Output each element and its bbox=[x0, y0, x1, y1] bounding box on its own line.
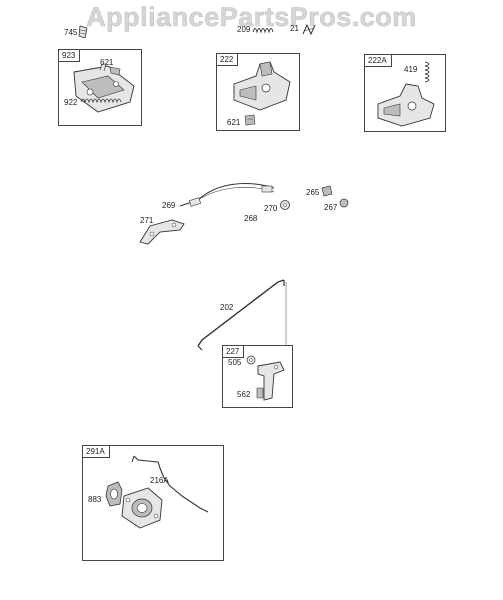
label-265[interactable]: 265 bbox=[306, 188, 320, 197]
box-291a: 291A bbox=[82, 445, 224, 561]
leader-line-202 bbox=[285, 282, 287, 346]
box-923-tag: 923 bbox=[59, 50, 81, 62]
part-621-screw-a[interactable] bbox=[108, 65, 124, 77]
box-227: 227 bbox=[222, 345, 293, 408]
box-291a-tag: 291A bbox=[83, 446, 110, 458]
box-923: 923 bbox=[58, 49, 142, 126]
part-419-spring[interactable] bbox=[421, 60, 435, 86]
label-21[interactable]: 21 bbox=[290, 24, 299, 33]
label-745[interactable]: 745 bbox=[64, 28, 78, 37]
part-268-throttle-cable[interactable] bbox=[178, 178, 278, 212]
part-923-governor-control[interactable] bbox=[68, 62, 138, 122]
part-267-screw[interactable] bbox=[338, 197, 350, 209]
label-922[interactable]: 922 bbox=[64, 98, 78, 107]
label-202[interactable]: 202 bbox=[220, 303, 234, 312]
part-271-lever[interactable] bbox=[136, 216, 188, 246]
part-222-bracket[interactable] bbox=[226, 60, 296, 114]
part-922-spring[interactable] bbox=[80, 94, 124, 108]
label-621-a[interactable]: 621 bbox=[100, 58, 114, 67]
part-505-nut[interactable] bbox=[245, 354, 257, 366]
part-562-screw[interactable] bbox=[254, 386, 266, 400]
label-562[interactable]: 562 bbox=[237, 390, 251, 399]
label-419[interactable]: 419 bbox=[404, 65, 418, 74]
part-265-clip[interactable] bbox=[320, 184, 334, 198]
label-621-b[interactable]: 621 bbox=[227, 118, 241, 127]
part-291a-choke-link[interactable] bbox=[130, 452, 212, 514]
part-291a-carburetor-base[interactable] bbox=[118, 486, 166, 530]
site-watermark: AppliancePartsPros.com bbox=[86, 2, 417, 33]
label-269[interactable]: 269 bbox=[162, 201, 176, 210]
label-209[interactable]: 209 bbox=[237, 25, 251, 34]
part-745-screw[interactable] bbox=[77, 24, 91, 40]
label-268[interactable]: 268 bbox=[244, 214, 258, 223]
box-222a: 222A bbox=[364, 54, 446, 132]
part-621-screw-b[interactable] bbox=[243, 113, 257, 127]
box-227-tag: 227 bbox=[223, 346, 245, 358]
box-222a-tag: 222A bbox=[365, 55, 392, 67]
part-209-spring[interactable] bbox=[252, 22, 274, 36]
label-505[interactable]: 505 bbox=[228, 358, 242, 367]
part-21-spring[interactable] bbox=[301, 22, 319, 38]
part-883-gasket[interactable] bbox=[104, 480, 124, 508]
box-222-tag: 222 bbox=[217, 54, 239, 66]
box-222: 222 bbox=[216, 53, 300, 131]
label-271[interactable]: 271 bbox=[140, 216, 154, 225]
label-216a[interactable]: 216A bbox=[150, 476, 169, 485]
label-267[interactable]: 267 bbox=[324, 203, 338, 212]
label-883[interactable]: 883 bbox=[88, 495, 102, 504]
part-270-nut[interactable] bbox=[279, 199, 291, 211]
part-227-bracket[interactable] bbox=[254, 360, 288, 402]
part-222a-bracket[interactable] bbox=[372, 82, 440, 128]
label-270[interactable]: 270 bbox=[264, 204, 278, 213]
part-202-governor-link[interactable] bbox=[192, 276, 292, 352]
